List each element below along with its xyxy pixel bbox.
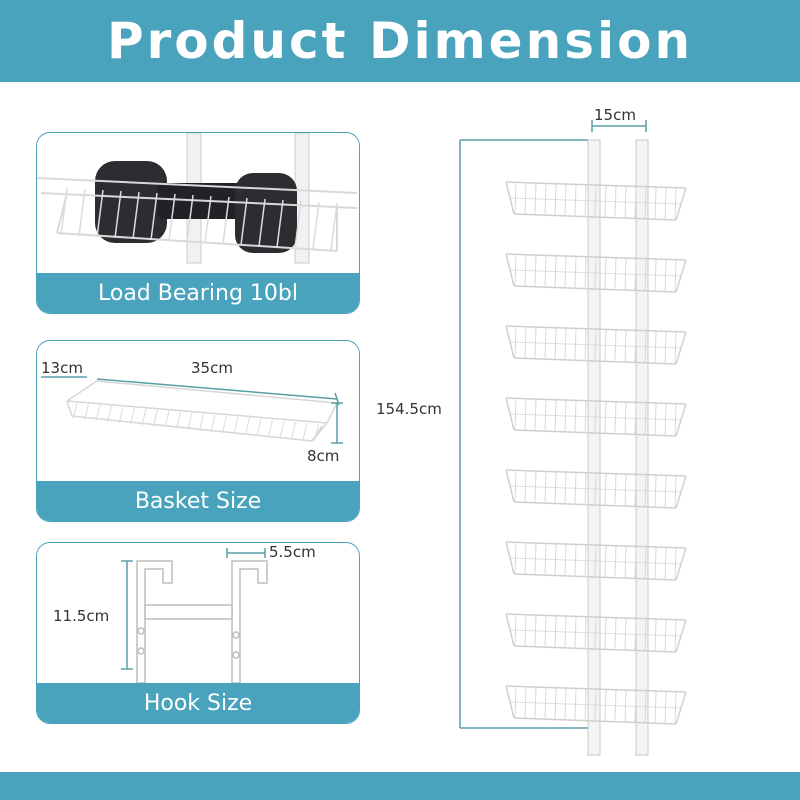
rack-basket (505, 469, 687, 509)
rack-basket (505, 325, 687, 365)
hook-width-label: 5.5cm (269, 543, 316, 561)
page-title: Product Dimension (106, 12, 694, 70)
basket-size-label: Basket Size (37, 481, 359, 521)
rack-width-label: 15cm (594, 106, 636, 124)
footer-band (0, 772, 800, 800)
hook-height-label: 11.5cm (53, 607, 109, 625)
rack-basket (505, 253, 687, 293)
basket-with-dumbbell-illustration (37, 133, 358, 264)
rack-height-label: 154.5cm (376, 400, 442, 418)
hook-illustration: 11.5cm 5.5cm (53, 543, 316, 684)
basket-length-label: 35cm (191, 359, 233, 377)
title-banner: Product Dimension (0, 0, 800, 82)
load-bearing-label: Load Bearing 10bl (37, 273, 359, 313)
rack-basket (505, 541, 687, 581)
basket-size-illustration: 13cm 35cm 8cm (41, 359, 343, 465)
basket-height-label: 8cm (307, 447, 339, 465)
dimension-lines (41, 376, 343, 444)
hook-icon (136, 560, 268, 684)
basket-size-card: 13cm 35cm 8cm Basket Size (36, 340, 360, 522)
dimension-lines (121, 548, 266, 670)
rack-dimension-lines (459, 120, 647, 729)
hook-size-label: Hook Size (37, 683, 359, 723)
hook-size-card: 11.5cm 5.5cm Hook Size (36, 542, 360, 724)
wire-basket (37, 177, 358, 252)
rack-uprights (587, 139, 649, 756)
rack-basket (505, 685, 687, 725)
basket-depth-label: 13cm (41, 359, 83, 377)
rack-basket (505, 181, 687, 221)
load-bearing-card: Load Bearing 10bl (36, 132, 360, 314)
rack-basket (505, 397, 687, 437)
rack-baskets (505, 181, 687, 725)
rack-basket (505, 613, 687, 653)
